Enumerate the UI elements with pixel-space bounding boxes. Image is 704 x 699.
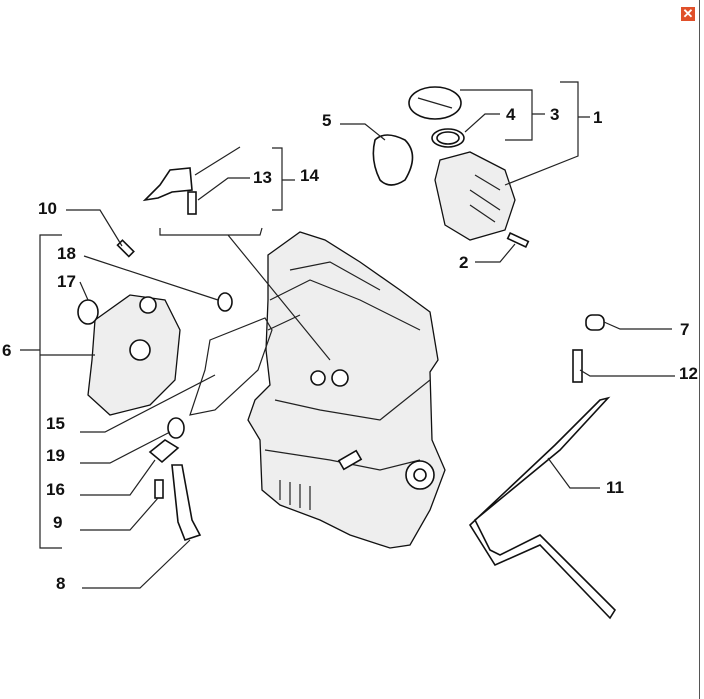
callout-9[interactable]: 9 (53, 513, 62, 532)
callout-4[interactable]: 4 (506, 105, 516, 124)
callout-1[interactable]: 1 (593, 108, 602, 127)
callout-8[interactable]: 8 (56, 574, 65, 593)
callout-19[interactable]: 19 (46, 446, 65, 465)
callout-12[interactable]: 12 (679, 364, 698, 383)
callout-16[interactable]: 16 (46, 480, 65, 499)
oil-filler-parts (408, 86, 530, 249)
callout-14[interactable]: 14 (300, 166, 319, 185)
callout-10[interactable]: 10 (38, 199, 57, 218)
close-button[interactable]: ✕ (681, 7, 695, 21)
callout-15[interactable]: 15 (46, 414, 65, 433)
engine-assembly (247, 231, 446, 549)
callout-17[interactable]: 17 (57, 272, 76, 291)
bracket-13-14 (142, 167, 197, 215)
callout-5[interactable]: 5 (322, 111, 331, 130)
callout-6[interactable]: 6 (2, 341, 11, 360)
callout-2[interactable]: 2 (459, 253, 468, 272)
callout-11[interactable]: 11 (606, 478, 624, 497)
callout-3[interactable]: 3 (550, 105, 559, 124)
gasket-5 (372, 134, 414, 186)
close-icon: ✕ (682, 6, 694, 21)
oil-pump-parts (77, 239, 605, 541)
dipstick-tube-11 (468, 396, 617, 620)
leader-lines (20, 81, 675, 589)
callout-18[interactable]: 18 (57, 244, 76, 263)
callout-7[interactable]: 7 (680, 320, 689, 339)
callout-13[interactable]: 13 (253, 168, 272, 187)
